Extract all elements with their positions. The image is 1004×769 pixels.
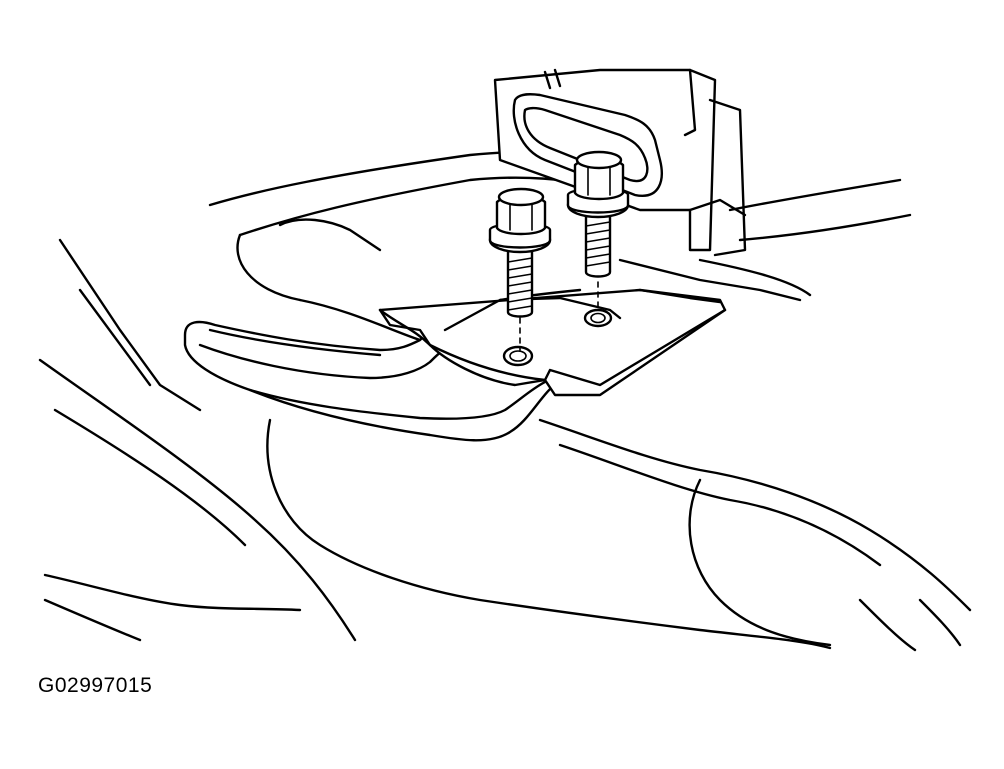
bolt-hole-right — [583, 308, 613, 328]
mounting-plate — [378, 288, 727, 397]
figure-id-label: G02997015 — [38, 674, 153, 697]
bolt-left — [488, 187, 552, 318]
alignment-lines — [519, 281, 599, 351]
floor-panels — [38, 150, 972, 652]
bolt-holes — [502, 308, 613, 367]
bolt-hole-left — [502, 345, 534, 367]
bolt-right — [566, 150, 630, 278]
